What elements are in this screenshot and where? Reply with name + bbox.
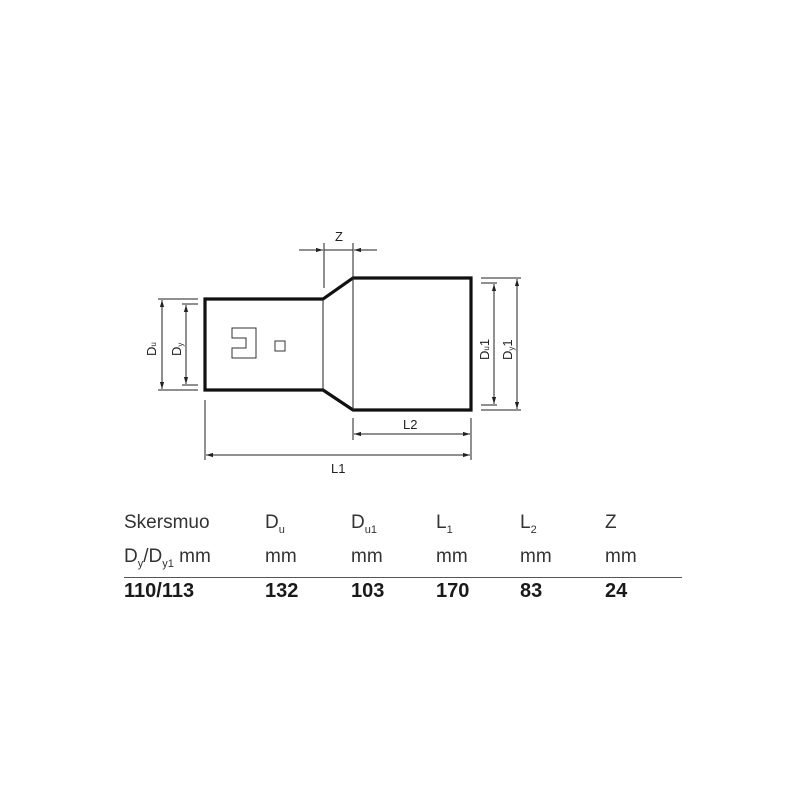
unit-z: mm bbox=[605, 546, 637, 567]
header-du: Du bbox=[265, 512, 285, 536]
spec-table: Skersmuo Du Du1 L1 L2 Z Dy/Dy1 mm mm mm … bbox=[124, 512, 682, 614]
header-du1: Du1 bbox=[351, 512, 377, 536]
marking-bracket-icon bbox=[231, 327, 257, 359]
unit-dy-dy1: Dy/Dy1 mm bbox=[124, 546, 211, 570]
value-du: 132 bbox=[265, 580, 299, 602]
l1-label: L1 bbox=[331, 461, 345, 476]
dy-label: Dy bbox=[169, 343, 185, 356]
du1-label: Du1 bbox=[477, 339, 492, 360]
marking-square-icon bbox=[274, 340, 286, 352]
table-units-row: Dy/Dy1 mm mm mm mm mm mm bbox=[124, 546, 682, 580]
value-l2: 83 bbox=[520, 580, 543, 602]
header-l1: L1 bbox=[436, 512, 453, 536]
value-du1: 103 bbox=[351, 580, 385, 602]
pipe-outline bbox=[203, 276, 473, 412]
value-size: 110/113 bbox=[124, 580, 195, 602]
z-label: Z bbox=[335, 229, 343, 244]
header-l2: L2 bbox=[520, 512, 537, 536]
unit-l2: mm bbox=[520, 546, 552, 567]
header-skersmuo: Skersmuo bbox=[124, 512, 210, 533]
l2-dimension bbox=[352, 418, 472, 460]
du-label: Du bbox=[144, 342, 159, 356]
pipe-reducer-diagram: Z Du Dy Du1 Dy1 L2 L1 bbox=[144, 229, 521, 476]
pipe-inner-lines bbox=[322, 278, 354, 410]
table-header-row: Skersmuo Du Du1 L1 L2 Z bbox=[124, 512, 682, 546]
table-row: 110/113 132 103 170 83 24 bbox=[124, 580, 682, 614]
value-l1: 170 bbox=[436, 580, 470, 602]
header-z: Z bbox=[605, 512, 617, 533]
table-divider bbox=[124, 577, 682, 578]
du-dy-dimensions bbox=[158, 298, 198, 391]
value-z: 24 bbox=[605, 580, 628, 602]
dy1-label: Dy1 bbox=[500, 339, 516, 360]
l1-dimension bbox=[204, 400, 470, 460]
l2-label: L2 bbox=[403, 417, 417, 432]
du1-dy1-dimensions bbox=[481, 277, 521, 411]
unit-du: mm bbox=[265, 546, 297, 567]
unit-du1: mm bbox=[351, 546, 383, 567]
unit-l1: mm bbox=[436, 546, 468, 567]
z-dimension bbox=[299, 243, 377, 288]
